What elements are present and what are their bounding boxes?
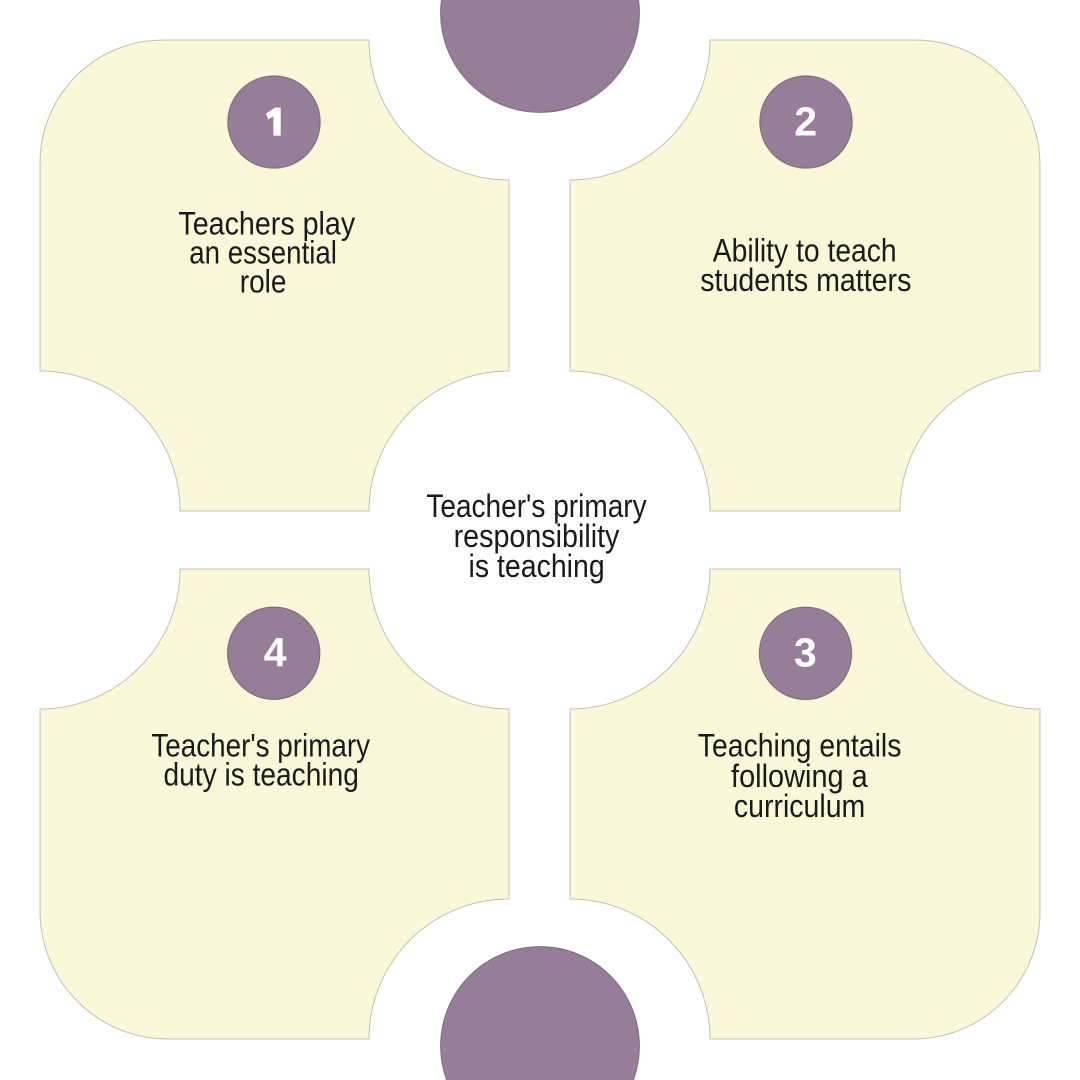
svg-text:2: 2 bbox=[794, 99, 817, 145]
svg-text:following a: following a bbox=[731, 758, 868, 794]
svg-text:is teaching: is teaching bbox=[469, 548, 605, 584]
svg-text:Teacher's primary: Teacher's primary bbox=[426, 488, 646, 524]
svg-text:an essential: an essential bbox=[189, 234, 337, 270]
svg-text:students matters: students matters bbox=[700, 262, 911, 298]
svg-text:Teaching entails: Teaching entails bbox=[698, 728, 902, 764]
svg-text:4: 4 bbox=[264, 629, 287, 675]
svg-text:3: 3 bbox=[794, 630, 817, 676]
svg-text:Ability to teach: Ability to teach bbox=[713, 233, 897, 269]
svg-text:curriculum: curriculum bbox=[734, 788, 865, 824]
svg-text:responsibility: responsibility bbox=[454, 518, 620, 554]
svg-text:duty is teaching: duty is teaching bbox=[164, 757, 359, 793]
svg-text:role: role bbox=[240, 263, 287, 299]
svg-text:Teacher's primary: Teacher's primary bbox=[151, 728, 370, 764]
svg-text:Teachers play: Teachers play bbox=[178, 206, 355, 242]
